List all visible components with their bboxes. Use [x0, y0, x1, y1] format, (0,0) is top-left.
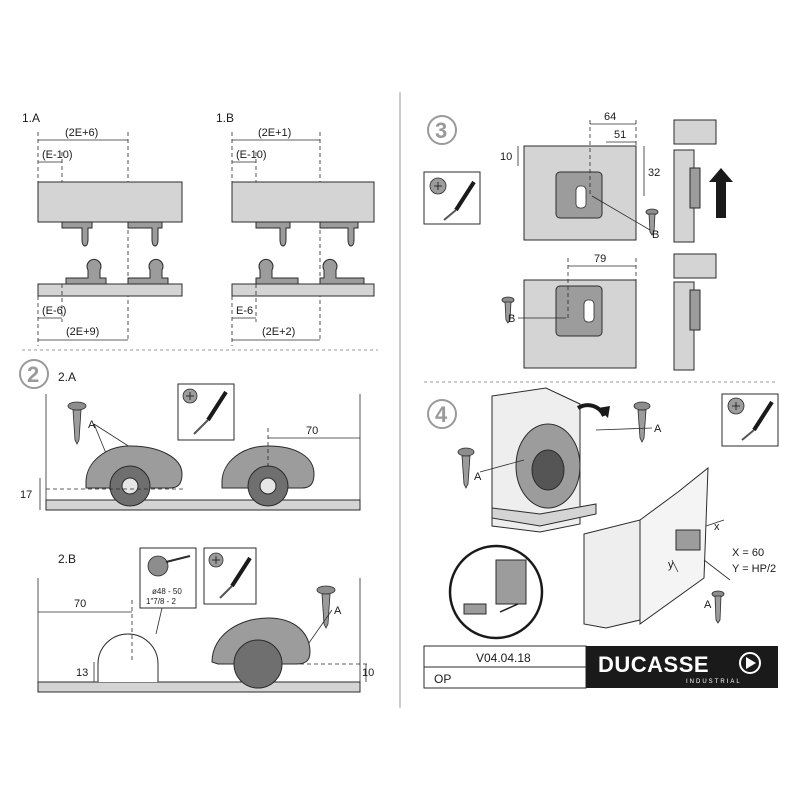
callout-a-2b: A — [334, 605, 342, 617]
dim-70-2a: 70 — [306, 425, 318, 437]
dim-b-bot: (2E+2) — [262, 326, 295, 338]
label-1a: 1.A — [22, 111, 40, 125]
callout-a-4c: A — [704, 599, 712, 611]
drill-size-in: 1"7/8 - 2 — [146, 597, 177, 606]
dim-b-top: (2E+1) — [258, 127, 291, 139]
step-4-number: 4 — [435, 402, 448, 427]
section-1b: 1.B (2E+1) (E-10) E-6 (2E+2) — [216, 111, 375, 346]
play-logo-icon — [739, 652, 761, 674]
screwdriver-icon — [203, 547, 257, 605]
callout-b-lower: B — [508, 313, 515, 325]
screw-icon — [711, 590, 725, 624]
section-3: 3 64 51 10 32 B — [423, 111, 733, 371]
drill-size-mm: ø48 - 50 — [152, 587, 182, 596]
dim-79: 79 — [594, 253, 606, 265]
step-3-number: 3 — [435, 118, 447, 143]
dim-64: 64 — [604, 111, 616, 123]
label-2b: 2.B — [58, 552, 76, 566]
dim-a-top: (2E+6) — [65, 127, 98, 139]
brand-sub: INDUSTRIAL — [686, 679, 742, 685]
formula-x: X = 60 — [732, 547, 764, 559]
step-4-badge — [427, 399, 457, 429]
dim-32: 32 — [648, 167, 660, 179]
frame-piece — [583, 519, 641, 629]
screwdriver-icon — [177, 383, 235, 441]
dim-a-bot: (2E+9) — [66, 326, 99, 338]
screwdriver-icon — [721, 393, 779, 447]
dim-b-e10: (E-10) — [236, 149, 267, 161]
roller-right — [221, 445, 315, 507]
dim-b-e6: E-6 — [236, 305, 253, 317]
title-block: V04.04.18 OP DUCASSE INDUSTRIAL — [423, 645, 778, 689]
formula-y: Y = HP/2 — [732, 563, 776, 575]
step-2-number: 2 — [27, 362, 39, 387]
screwdriver-icon — [423, 171, 481, 225]
screw-icon — [457, 447, 475, 489]
dim-a-e6: (E-6) — [42, 305, 66, 317]
brand-name: DUCASSE — [598, 652, 709, 677]
screw-icon — [316, 585, 336, 629]
dim-a-e10: (E-10) — [42, 149, 73, 161]
label-2a: 2.A — [58, 370, 76, 384]
doc-code: OP — [434, 672, 451, 686]
roller-left — [85, 445, 183, 507]
dim-10-2b: 10 — [362, 667, 374, 679]
section-2b: 2.B 70 13 ø48 - 50 1"7/8 - 2 — [37, 547, 374, 693]
cutout — [97, 633, 159, 682]
section-4: 4 A A — [427, 387, 779, 640]
dim-17: 17 — [20, 489, 32, 501]
section-2a: 2 2.A A — [19, 359, 361, 511]
screw-icon — [67, 401, 87, 445]
section-1a: 1.A (2E+6) (E-10) (E-6) (2E+9) — [22, 111, 183, 346]
dim-10: 10 — [500, 151, 512, 163]
callout-a-4b: A — [654, 423, 662, 435]
step-2-badge — [19, 359, 49, 389]
up-arrow-icon — [709, 168, 733, 218]
dim-70-2b: 70 — [74, 598, 86, 610]
doc-ref: V04.04.18 — [476, 651, 531, 665]
dim-13: 13 — [76, 667, 88, 679]
screw-icon — [501, 296, 515, 324]
roller-2b — [211, 617, 311, 689]
dim-51: 51 — [614, 129, 626, 141]
callout-a-2a: A — [88, 419, 96, 431]
screw-icon — [645, 208, 659, 236]
callout-b-upper: B — [652, 229, 659, 241]
screw-icon — [633, 401, 651, 443]
step-3-badge — [427, 115, 457, 145]
formula-y-small: y — [668, 559, 674, 571]
formula-x-small: x — [714, 521, 720, 533]
callout-a-4a: A — [474, 471, 482, 483]
hole-saw-icon: ø48 - 50 1"7/8 - 2 — [139, 547, 197, 609]
label-1b: 1.B — [216, 111, 234, 125]
